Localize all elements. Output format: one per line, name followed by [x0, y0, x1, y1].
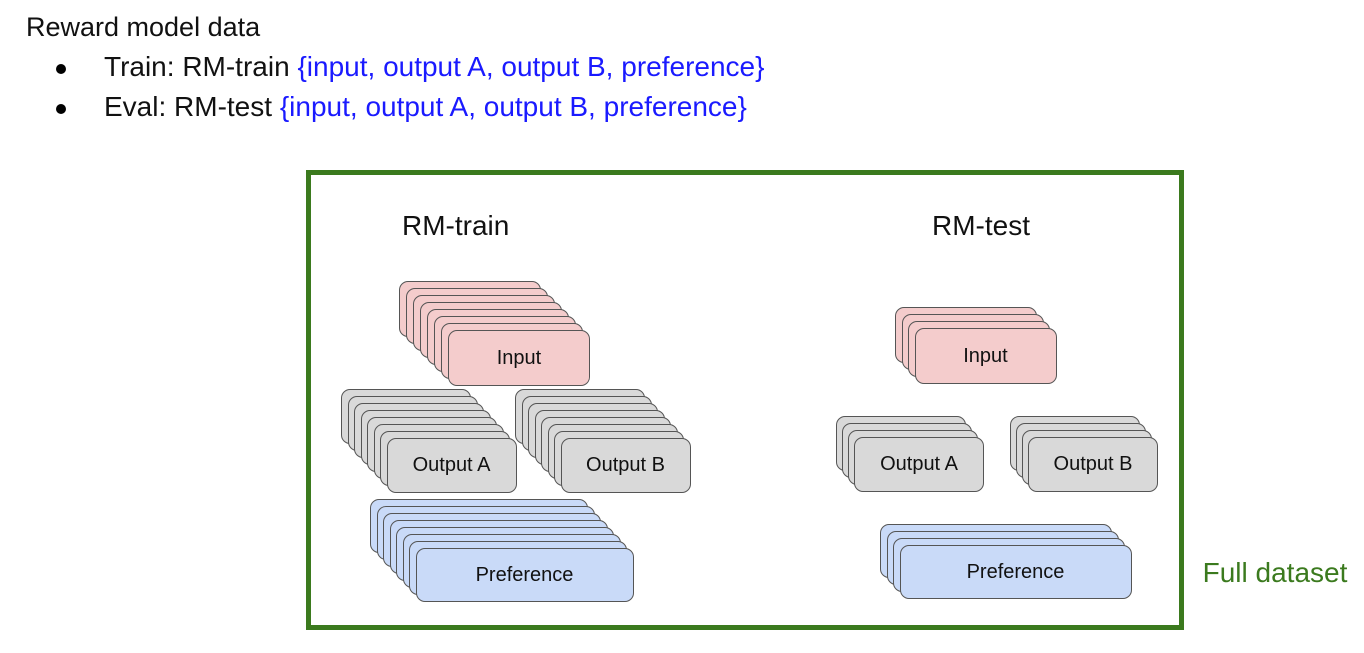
rm-test-title: RM-test — [932, 210, 1030, 241]
slide-heading: Reward model data — [26, 12, 261, 42]
bullet-train: Train: RM-train {input, output A, output… — [48, 47, 764, 87]
bullet-list: Train: RM-train {input, output A, output… — [48, 47, 764, 127]
full-dataset-frame — [306, 170, 1184, 630]
rm-test-output-b-label: Output B — [1053, 453, 1133, 475]
rm-train-input-label: Input — [496, 346, 542, 369]
rm-test-output-a-label: Output A — [880, 453, 958, 475]
rm-test-input-label: Input — [963, 344, 1008, 367]
rm-test-input-card: Input — [914, 328, 1057, 384]
rm-test-output-a-card: Output A — [854, 437, 984, 492]
rm-train-preference-card: Preference — [415, 548, 634, 602]
rm-train-output-b-card: Output B — [560, 438, 691, 493]
bullet-train-schema: {input, output A, output B, preference} — [297, 51, 765, 82]
rm-train-title: RM-train — [402, 210, 510, 241]
rm-train-output-b-label: Output B — [586, 454, 665, 476]
rm-train-output-a-card: Output A — [386, 438, 517, 493]
bullet-dot-icon — [56, 104, 66, 114]
rm-test-preference-card: Preference — [899, 545, 1132, 599]
bullet-dot-icon — [56, 64, 66, 74]
bullet-train-prefix: Train: RM-train — [104, 51, 298, 82]
full-dataset-label: Full dataset — [1202, 557, 1348, 588]
bullet-eval-schema: {input, output A, output B, preference} — [279, 91, 747, 122]
bullet-eval: Eval: RM-test {input, output A, output B… — [48, 87, 764, 127]
rm-train-preference-label: Preference — [475, 563, 574, 586]
rm-test-output-b-card: Output B — [1028, 437, 1158, 492]
rm-test-preference-label: Preference — [966, 560, 1065, 583]
rm-train-input-card: Input — [448, 330, 590, 386]
rm-train-output-a-label: Output A — [412, 454, 491, 476]
bullet-eval-prefix: Eval: RM-test — [104, 91, 280, 122]
